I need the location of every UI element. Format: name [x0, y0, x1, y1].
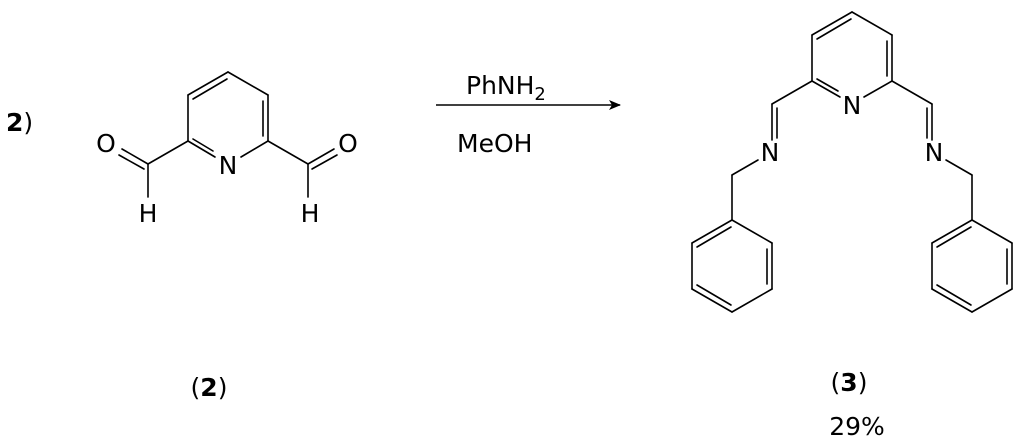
step-paren: ) [23, 108, 33, 137]
atom-nitrogen: N [925, 138, 944, 167]
bond-inner [816, 18, 852, 40]
bond [691, 288, 733, 313]
bond [187, 71, 229, 96]
reagent-label: PhNH2 [466, 71, 546, 105]
svg-text:2): 2) [6, 108, 33, 137]
bond-inner [192, 78, 228, 100]
atom-nitrogen: N [219, 151, 238, 180]
bond [811, 11, 853, 36]
bond [227, 71, 269, 96]
starting-material-structure: O O N H H [96, 71, 358, 228]
step-number: 2 [6, 108, 23, 137]
compound-label-product: (3) [831, 368, 868, 397]
bond [931, 219, 973, 244]
bond [691, 219, 733, 244]
bond-inner [936, 226, 972, 248]
bond [187, 140, 216, 158]
bond [307, 148, 335, 165]
bond [118, 154, 145, 170]
atom-hydrogen: H [301, 199, 320, 228]
reaction-arrow: PhNH2 MeOH [436, 71, 621, 158]
bond [731, 159, 759, 176]
atom-nitrogen: N [843, 91, 862, 120]
bond-inner [936, 284, 972, 306]
bond-inner [696, 284, 732, 306]
bond [891, 80, 933, 105]
atom-oxygen: O [96, 129, 116, 158]
bond [267, 140, 309, 165]
product-yield: 29% [829, 412, 885, 441]
bond [731, 288, 773, 313]
bond-inner [192, 138, 214, 152]
compound-label-starting-material: (2) [191, 373, 228, 402]
bond [945, 159, 973, 176]
bond [971, 219, 1013, 244]
bond-inner [816, 78, 839, 92]
bond [931, 288, 973, 313]
bond [147, 140, 189, 165]
bond [240, 140, 269, 158]
bond [851, 11, 893, 36]
atom-hydrogen: H [139, 199, 158, 228]
bond-inner [696, 226, 732, 248]
atom-oxygen: O [338, 129, 358, 158]
bond [863, 80, 893, 98]
bond [311, 154, 338, 170]
bond [121, 148, 149, 165]
bond [731, 219, 773, 244]
solvent-label: MeOH [457, 129, 532, 158]
bond [771, 80, 813, 105]
atom-nitrogen: N [761, 138, 780, 167]
bond [811, 80, 841, 98]
product-structure: N N N [691, 11, 1013, 313]
bond [971, 288, 1013, 313]
step-label: 2) [6, 108, 33, 137]
